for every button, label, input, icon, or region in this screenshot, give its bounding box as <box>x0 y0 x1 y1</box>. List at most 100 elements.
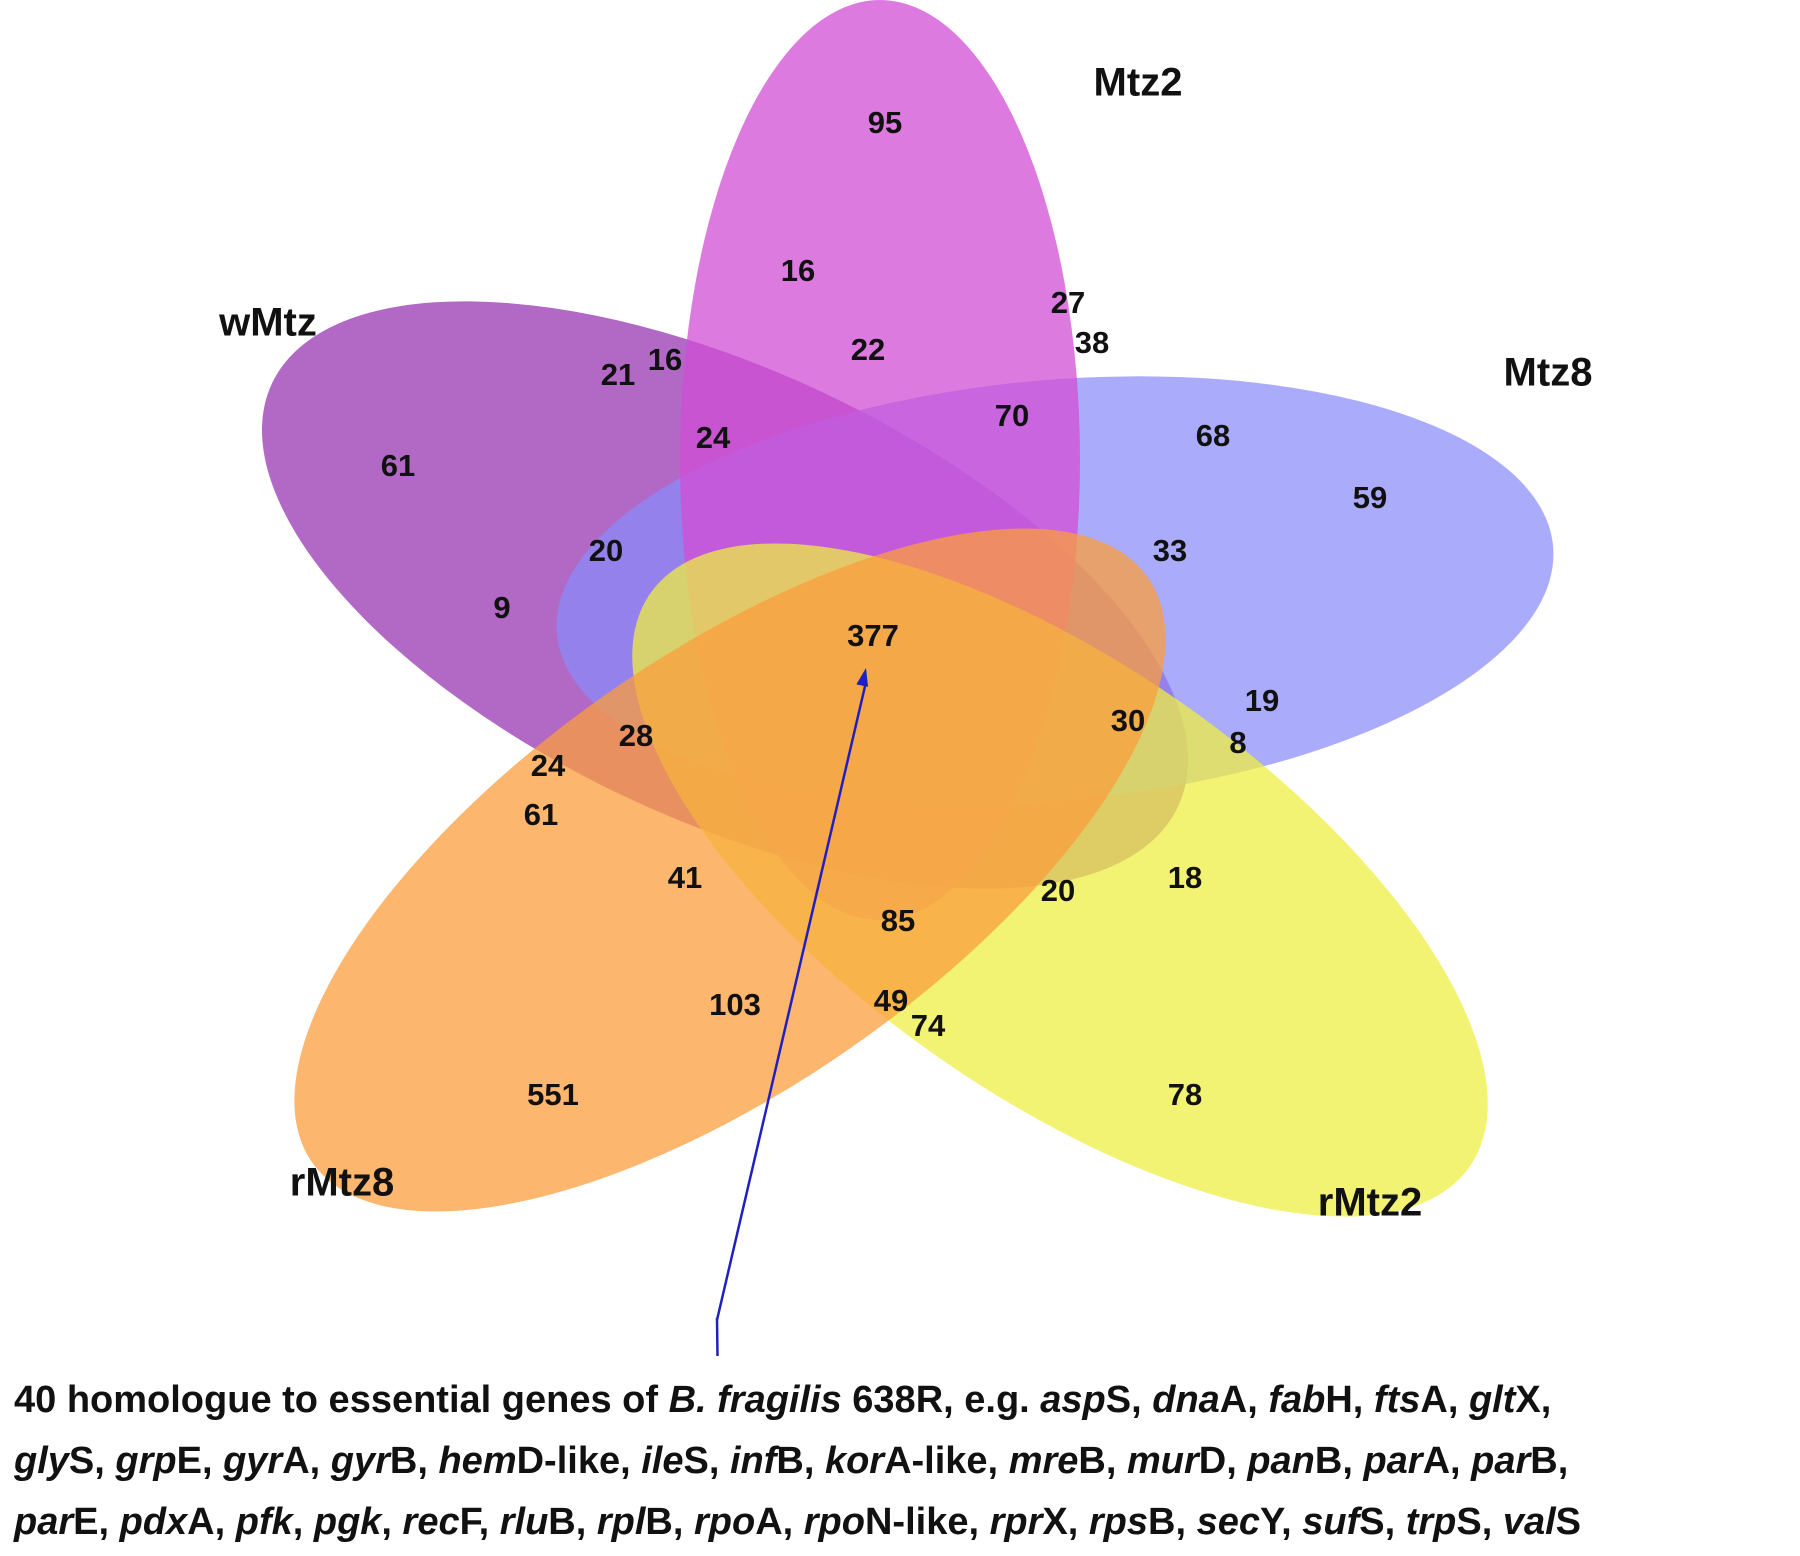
caption-text: A, <box>755 1501 804 1543</box>
gene-name: fab <box>1268 1379 1326 1421</box>
ellipse-rmtz8 <box>294 528 1166 1212</box>
region-count: 27 <box>1051 285 1085 320</box>
region-count: 21 <box>601 357 635 392</box>
region-count: 24 <box>696 420 731 455</box>
caption-line: glyS, grpE, gyrA, gyrB, hemD-like, ileS,… <box>14 1431 1794 1492</box>
set-label-wmtz: wMtz <box>218 301 317 345</box>
caption-line: parE, pdxA, pfk, pgk, recF, rluB, rplB, … <box>14 1492 1794 1553</box>
gene-name: pdx <box>119 1501 188 1543</box>
gene-name: hem <box>438 1440 517 1482</box>
region-count: 59 <box>1353 480 1387 515</box>
region-count: 78 <box>1168 1077 1202 1112</box>
region-count: 103 <box>709 987 761 1022</box>
gene-name: rpo <box>693 1501 756 1543</box>
caption-text: N-like, <box>864 1501 990 1543</box>
gene-name: rlu <box>499 1501 549 1543</box>
gene-name: fts <box>1373 1379 1421 1421</box>
callout-arrow-line <box>715 681 868 1320</box>
gene-name: par <box>1471 1440 1531 1482</box>
region-count: 38 <box>1075 325 1109 360</box>
caption-text: S, <box>683 1440 730 1482</box>
caption-text: , <box>381 1501 403 1543</box>
callout-arrow <box>715 668 869 1320</box>
region-count: 30 <box>1111 703 1145 738</box>
caption-text: X, <box>1042 1501 1089 1543</box>
region-count: 22 <box>851 332 885 367</box>
caption-text: B, <box>1078 1440 1127 1482</box>
caption-text: Y, <box>1259 1501 1303 1543</box>
caption-text: A, <box>282 1440 331 1482</box>
caption-text: F, <box>459 1501 500 1543</box>
gene-name: pfk <box>235 1501 293 1543</box>
gene-name: rps <box>1088 1501 1148 1543</box>
caption-text: A, <box>1422 1440 1472 1482</box>
gene-name: mur <box>1126 1440 1199 1482</box>
region-count: 9 <box>493 590 510 625</box>
caption-text: E, <box>73 1501 120 1543</box>
caption-text: A, <box>1420 1379 1469 1421</box>
gene-name: inf <box>729 1440 777 1482</box>
gene-name: B. fragilis <box>668 1379 842 1421</box>
set-label-rmtz8: rMtz8 <box>290 1161 394 1205</box>
caption-text: A-like, <box>884 1440 1009 1482</box>
region-count: 70 <box>995 398 1029 433</box>
caption-text: S, <box>1105 1379 1153 1421</box>
caption-text: 638R, e.g. <box>841 1379 1041 1421</box>
caption-text: 40 homologue to essential genes of <box>14 1379 669 1421</box>
caption-text: B, <box>1530 1440 1569 1482</box>
caption-text: S, <box>1359 1501 1406 1543</box>
region-count: 61 <box>524 797 558 832</box>
region-count: 61 <box>381 448 415 483</box>
gene-name: rpr <box>989 1501 1043 1543</box>
caption-text: S <box>1555 1501 1581 1543</box>
gene-name: rpl <box>596 1501 646 1543</box>
gene-name: trp <box>1405 1501 1457 1543</box>
caption-line: 40 homologue to essential genes of B. fr… <box>14 1370 1794 1431</box>
gene-name: gyr <box>330 1440 390 1482</box>
set-label-mtz8: Mtz8 <box>1504 351 1593 395</box>
callout-arrow-extension <box>715 1318 719 1357</box>
region-count: 8 <box>1229 725 1246 760</box>
caption-text: X, <box>1515 1379 1552 1421</box>
gene-name: val <box>1502 1501 1556 1543</box>
callout-arrow-head <box>856 668 869 687</box>
set-label-rmtz2: rMtz2 <box>1318 1181 1422 1225</box>
gene-name: gly <box>14 1440 69 1482</box>
gene-name: glt <box>1468 1379 1516 1421</box>
region-count: 377 <box>847 618 899 653</box>
region-count: 74 <box>911 1008 946 1043</box>
gene-name: ile <box>641 1440 684 1482</box>
caption-text: A, <box>1219 1379 1269 1421</box>
caption-text: E, <box>176 1440 224 1482</box>
region-count: 551 <box>527 1077 579 1112</box>
set-label-mtz2: Mtz2 <box>1094 61 1183 105</box>
region-count: 19 <box>1245 683 1279 718</box>
region-count: 20 <box>1041 873 1075 908</box>
region-count: 33 <box>1153 533 1187 568</box>
caption-text: , <box>292 1501 314 1543</box>
gene-name: sec <box>1196 1501 1260 1543</box>
region-count: 20 <box>589 533 623 568</box>
caption-text: H, <box>1325 1379 1374 1421</box>
caption-text: S, <box>68 1440 116 1482</box>
gene-name: par <box>14 1501 74 1543</box>
caption-text: A, <box>187 1501 236 1543</box>
caption-text: B, <box>1314 1440 1364 1482</box>
gene-name: gyr <box>223 1440 283 1482</box>
gene-name: grp <box>115 1440 177 1482</box>
caption-text: D-like, <box>516 1440 642 1482</box>
gene-name: asp <box>1040 1379 1106 1421</box>
caption-text: B, <box>1148 1501 1197 1543</box>
caption-text: B, <box>548 1501 597 1543</box>
caption-text: B, <box>776 1440 825 1482</box>
region-count: 68 <box>1196 418 1230 453</box>
gene-name: suf <box>1302 1501 1360 1543</box>
callout-arrow-tail <box>715 1318 719 1357</box>
gene-name: pgk <box>313 1501 382 1543</box>
essential-genes-caption: 40 homologue to essential genes of B. fr… <box>14 1370 1794 1553</box>
gene-name: par <box>1363 1440 1423 1482</box>
gene-name: dna <box>1152 1379 1220 1421</box>
